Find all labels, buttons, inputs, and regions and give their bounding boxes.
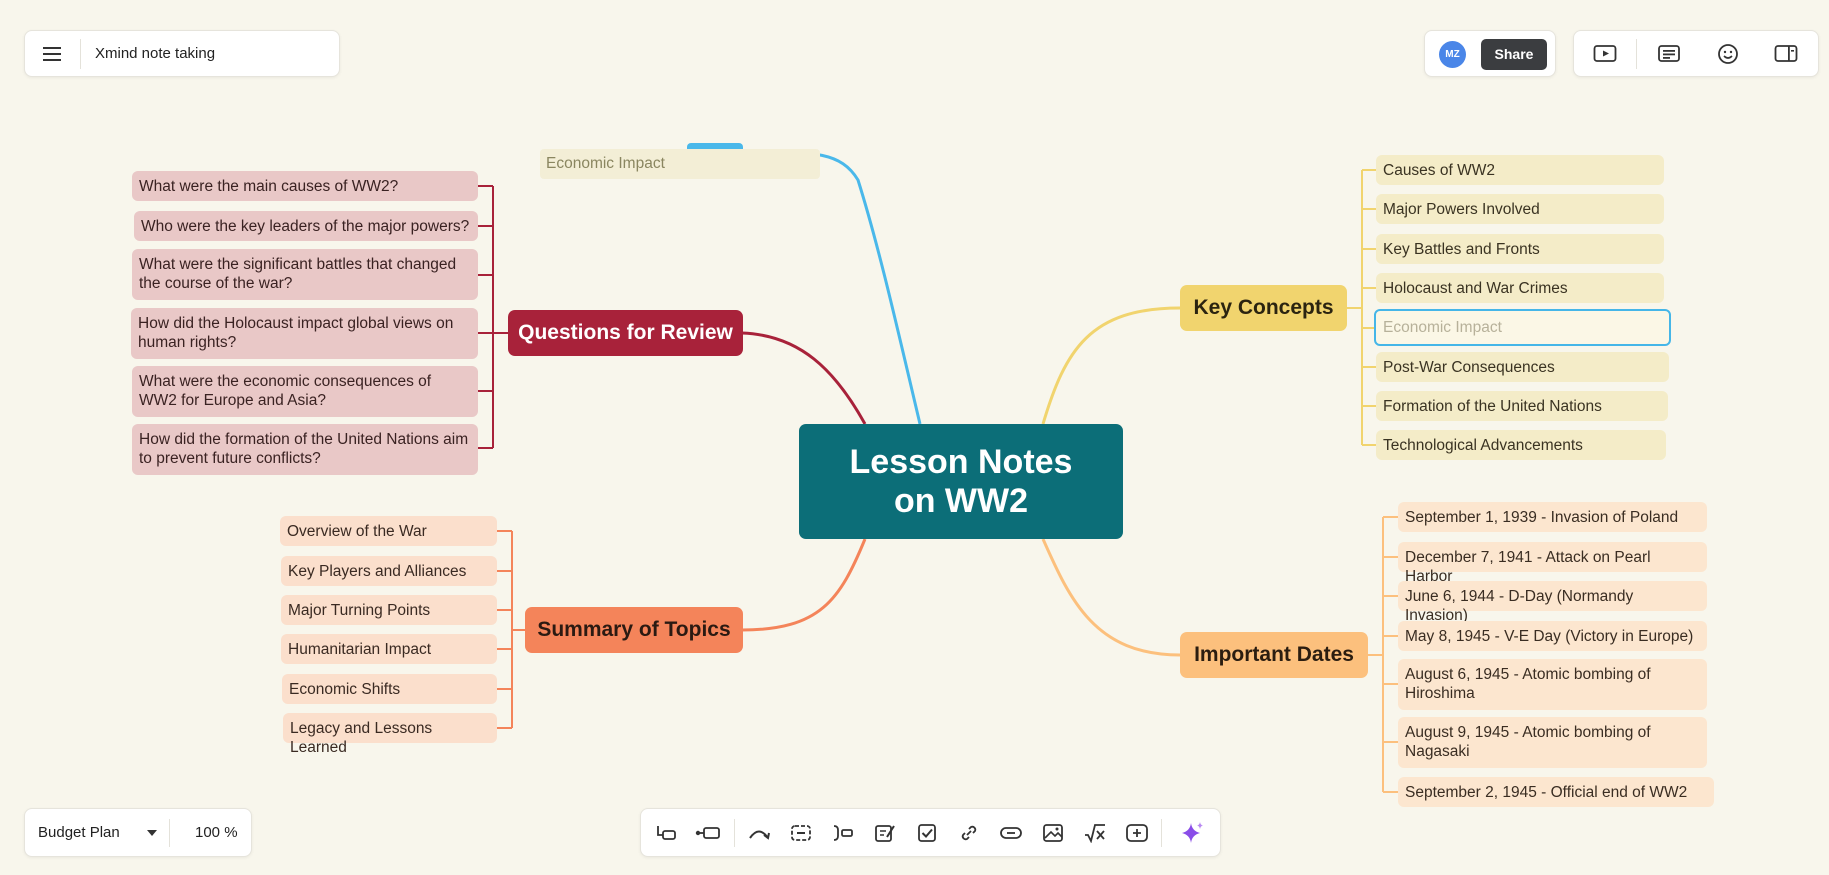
summary-icon[interactable]: [828, 818, 858, 848]
concept-item[interactable]: Major Powers Involved: [1376, 194, 1664, 224]
date-item[interactable]: September 2, 1945 - Official end of WW2: [1398, 777, 1714, 807]
summary-item[interactable]: Economic Shifts: [282, 674, 497, 704]
boundary-icon[interactable]: [786, 818, 816, 848]
concept-item[interactable]: Causes of WW2: [1376, 155, 1664, 185]
subtopic-icon[interactable]: [651, 818, 681, 848]
floating-topic[interactable]: Economic Impact: [540, 149, 820, 179]
relationship-icon[interactable]: [744, 818, 774, 848]
web-link-icon[interactable]: [996, 818, 1026, 848]
branch-key-concepts[interactable]: Key Concepts: [1180, 285, 1347, 331]
task-icon[interactable]: [912, 818, 942, 848]
question-item[interactable]: What were the significant battles that c…: [132, 249, 478, 300]
date-item[interactable]: September 1, 1939 - Invasion of Poland: [1398, 502, 1707, 532]
equation-icon[interactable]: [1080, 818, 1110, 848]
present-icon[interactable]: [1590, 39, 1620, 69]
title-panel: Xmind note taking: [24, 30, 340, 77]
insert-icon[interactable]: [1122, 818, 1152, 848]
ai-sparkle-icon[interactable]: [1178, 818, 1208, 848]
question-item[interactable]: What were the main causes of WW2?: [132, 171, 478, 201]
sidebar-panel-icon[interactable]: [1771, 39, 1801, 69]
summary-item[interactable]: Legacy and Lessons Learned: [283, 713, 497, 756]
concept-item[interactable]: Key Battles and Fronts: [1376, 234, 1664, 264]
sheet-name[interactable]: Budget Plan: [38, 824, 120, 841]
avatar[interactable]: MZ: [1439, 41, 1466, 68]
date-item[interactable]: August 6, 1945 - Atomic bombing of Hiros…: [1398, 659, 1707, 710]
concept-item-editing[interactable]: Economic Impact: [1374, 309, 1671, 346]
emoji-icon[interactable]: [1713, 39, 1743, 69]
branch-summary-of-topics[interactable]: Summary of Topics: [525, 607, 743, 653]
chevron-down-icon[interactable]: [137, 818, 167, 848]
menu-icon[interactable]: [37, 39, 67, 69]
share-panel: MZ Share: [1424, 30, 1556, 77]
question-item[interactable]: How did the formation of the United Nati…: [132, 424, 478, 475]
concept-item[interactable]: Holocaust and War Crimes: [1376, 273, 1664, 303]
summary-item[interactable]: Key Players and Alliances: [281, 556, 497, 586]
date-item[interactable]: December 7, 1941 - Attack on Pearl Harbo…: [1398, 542, 1707, 585]
branch-important-dates[interactable]: Important Dates: [1180, 632, 1368, 678]
share-button[interactable]: Share: [1481, 39, 1547, 70]
image-icon[interactable]: [1038, 818, 1068, 848]
question-item[interactable]: What were the economic consequences of W…: [132, 366, 478, 417]
summary-item[interactable]: Major Turning Points: [281, 595, 497, 625]
question-item[interactable]: Who were the key leaders of the major po…: [134, 211, 478, 241]
summary-item[interactable]: Humanitarian Impact: [281, 634, 497, 664]
summary-item[interactable]: Overview of the War: [280, 516, 497, 546]
topic-icon[interactable]: [693, 818, 723, 848]
date-item[interactable]: August 9, 1945 - Atomic bombing of Nagas…: [1398, 717, 1707, 768]
document-title[interactable]: Xmind note taking: [95, 45, 216, 62]
note-icon[interactable]: [870, 818, 900, 848]
concept-item[interactable]: Technological Advancements: [1376, 430, 1666, 460]
central-topic[interactable]: Lesson Notes on WW2: [799, 424, 1123, 539]
date-item[interactable]: June 6, 1944 - D-Day (Normandy Invasion): [1398, 581, 1707, 624]
branch-questions-for-review[interactable]: Questions for Review: [508, 310, 743, 356]
concept-item[interactable]: Formation of the United Nations: [1376, 391, 1668, 421]
link-icon[interactable]: [954, 818, 984, 848]
sheet-panel: Budget Plan 100 %: [24, 808, 252, 857]
concept-item[interactable]: Post-War Consequences: [1376, 352, 1669, 382]
view-tools-panel: [1573, 30, 1819, 77]
zoom-level[interactable]: 100 %: [195, 824, 238, 841]
date-item[interactable]: May 8, 1945 - V-E Day (Victory in Europe…: [1398, 621, 1707, 651]
insert-toolbar: [640, 808, 1221, 857]
question-item[interactable]: How did the Holocaust impact global view…: [131, 308, 478, 359]
outline-icon[interactable]: [1654, 39, 1684, 69]
